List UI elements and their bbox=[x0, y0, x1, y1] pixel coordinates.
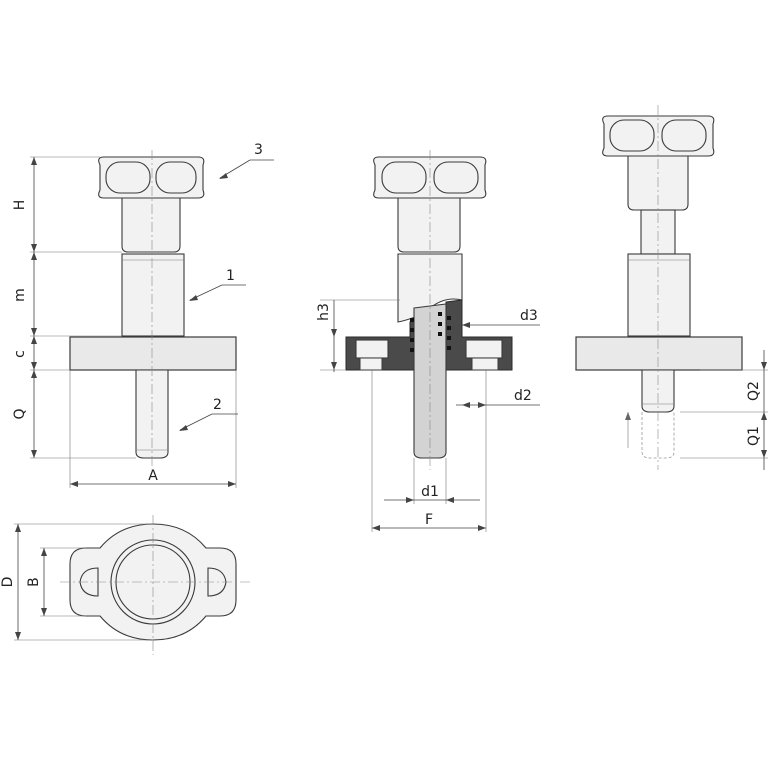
label-d2: d2 bbox=[514, 388, 532, 404]
counterbore-left bbox=[355, 339, 389, 359]
label-m: m bbox=[12, 288, 28, 302]
locking-pin bbox=[135, 369, 169, 459]
label-h3: h3 bbox=[316, 303, 332, 321]
label-d1: d1 bbox=[421, 484, 439, 500]
callout-1: 1 bbox=[226, 268, 235, 284]
retracted-pin-tip bbox=[641, 369, 675, 413]
retracted-view: Q2 Q1 bbox=[575, 105, 768, 470]
spring bbox=[410, 312, 451, 352]
label-D: D bbox=[0, 577, 16, 588]
retracted-knob-hole-left bbox=[609, 119, 655, 152]
knob-hole-left bbox=[105, 161, 151, 194]
label-H: H bbox=[12, 200, 28, 211]
knob-neck bbox=[121, 197, 181, 253]
pin-body bbox=[121, 253, 185, 337]
knob-hole-right bbox=[155, 161, 197, 194]
label-d3: d3 bbox=[520, 308, 538, 324]
label-Q2: Q2 bbox=[746, 381, 762, 401]
retracted-body bbox=[627, 253, 691, 337]
phantom-pin bbox=[641, 412, 675, 459]
label-Q: Q bbox=[12, 408, 28, 419]
retracted-flange bbox=[575, 336, 743, 371]
top-view: D B bbox=[0, 515, 250, 655]
section-knob-hole-left bbox=[381, 161, 427, 194]
callout-3: 3 bbox=[254, 142, 263, 158]
label-F: F bbox=[425, 512, 433, 528]
label-A: A bbox=[148, 468, 158, 484]
label-c: c bbox=[12, 350, 28, 358]
section-view: h3 d3 d2 d1 F bbox=[316, 150, 540, 532]
section-neck bbox=[397, 197, 461, 253]
section-knob-hole-right bbox=[433, 161, 479, 194]
label-B: B bbox=[26, 577, 42, 587]
front-view: H m c Q A 1 2 3 bbox=[12, 142, 274, 488]
callout-2: 2 bbox=[213, 397, 222, 413]
flange bbox=[69, 336, 237, 371]
label-Q1: Q1 bbox=[746, 426, 762, 446]
retracted-knob-hole-right bbox=[661, 119, 707, 152]
counterbore-right bbox=[465, 339, 503, 359]
